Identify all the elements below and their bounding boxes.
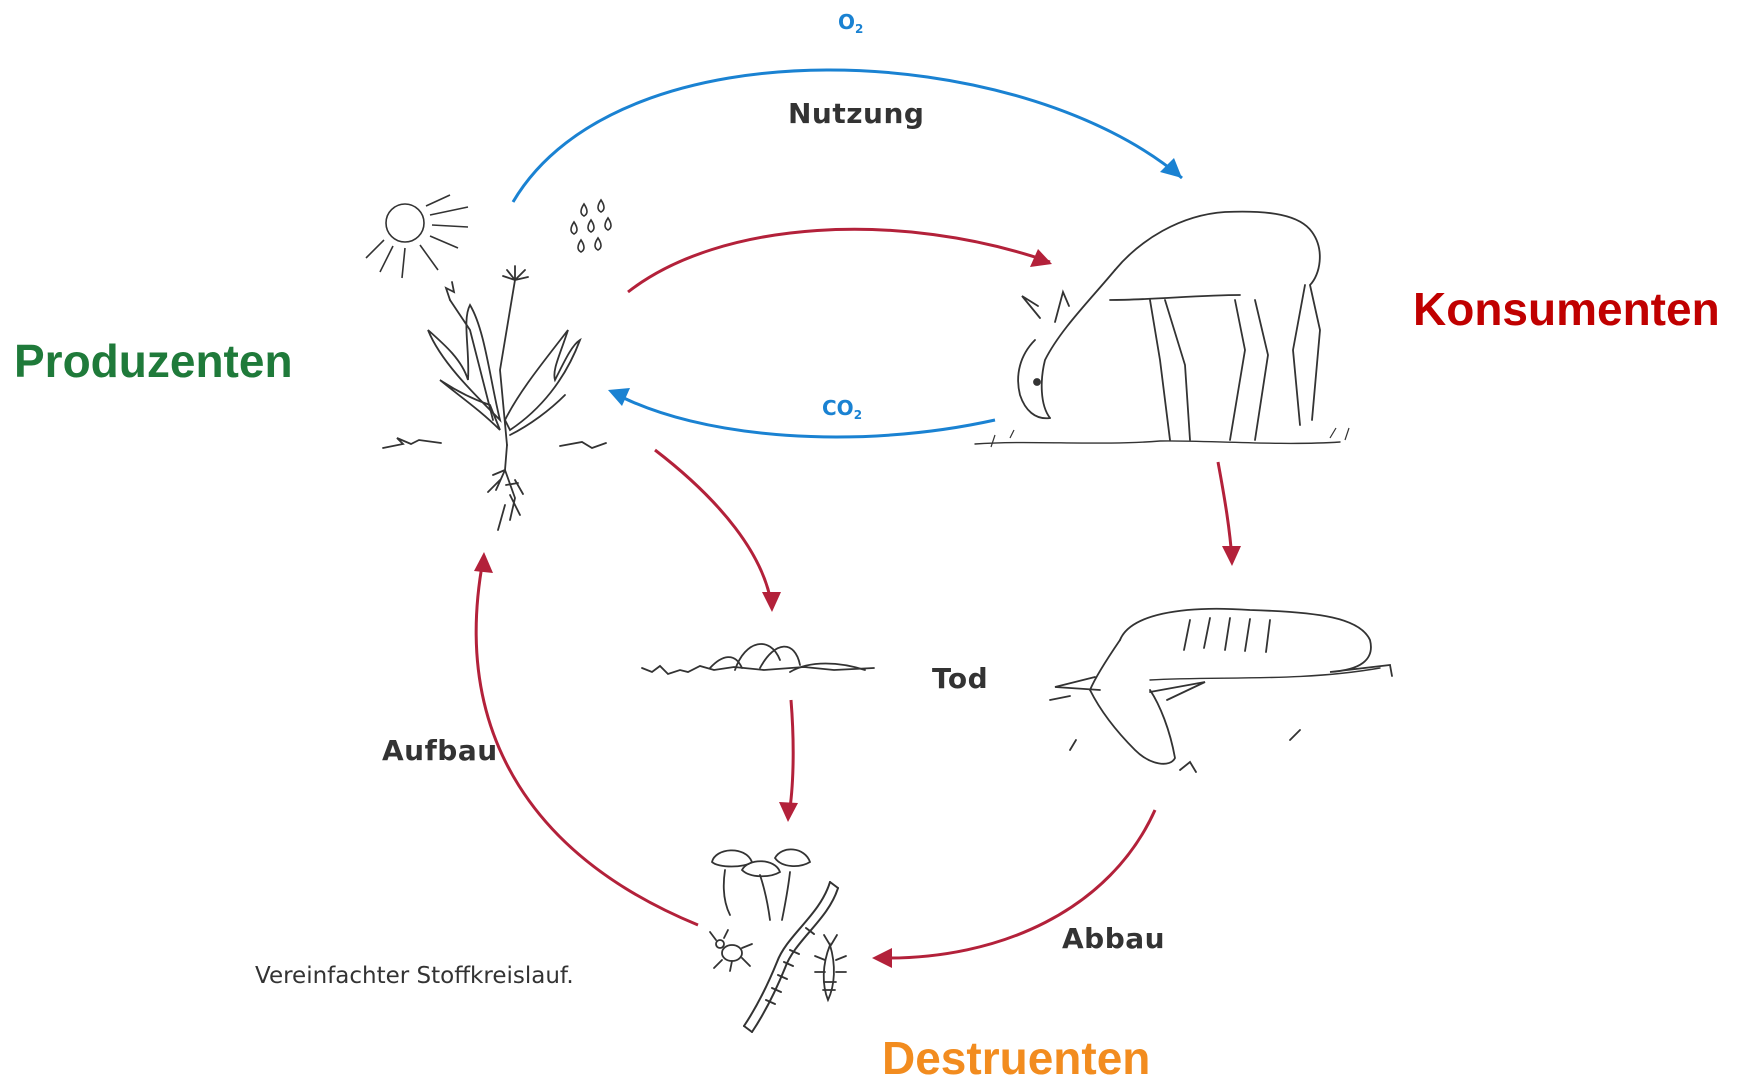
larva-icon xyxy=(815,935,846,1000)
sun-icon xyxy=(366,195,468,278)
buildup-arrow xyxy=(476,560,698,925)
oxygen-arrow-head xyxy=(1160,158,1182,178)
dead-plant-to-decomposers-arrow-head xyxy=(779,802,798,822)
breakdown-label: Abbau xyxy=(1062,925,1165,953)
dead-plant-icon xyxy=(642,644,874,674)
oxygen-arrow xyxy=(513,70,1182,202)
use-label: Nutzung xyxy=(788,100,924,128)
dead-plant-to-decomposers-arrow xyxy=(789,700,793,815)
oxygen-symbol: O xyxy=(838,10,855,34)
plant-to-dead-plant-arrow-head xyxy=(762,592,781,612)
carbon-dioxide-symbol: CO xyxy=(822,396,854,420)
deer-to-carcass-arrow xyxy=(1218,462,1232,560)
oxygen-subscript: 2 xyxy=(855,22,863,36)
consumers-label: Konsumenten xyxy=(1413,286,1720,332)
dead-deer-icon xyxy=(1050,609,1392,772)
dandelion-icon xyxy=(383,266,606,530)
plant-to-dead-plant-arrow xyxy=(655,450,772,608)
carbon-dioxide-subscript: 2 xyxy=(854,408,862,422)
deer-icon xyxy=(975,212,1340,444)
mushrooms-icon xyxy=(712,849,810,920)
plant-to-deer-arrow xyxy=(628,229,1050,292)
carbon-dioxide-arrow xyxy=(612,392,995,437)
breakdown-arrow-head xyxy=(872,948,892,968)
earthworm-icon xyxy=(744,882,838,1032)
beetle-icon xyxy=(710,930,752,971)
producers-label: Produzenten xyxy=(14,338,293,384)
deer-to-carcass-arrow-head xyxy=(1222,546,1241,566)
carbon-dioxide-label: CO2 xyxy=(822,398,862,421)
buildup-label: Aufbau xyxy=(382,737,498,765)
buildup-arrow-head xyxy=(474,552,493,573)
carbon-dioxide-arrow-head xyxy=(608,388,630,406)
flow-arrows xyxy=(474,70,1241,968)
decomposers-label: Destruenten xyxy=(882,1035,1150,1081)
oxygen-label: O2 xyxy=(838,12,863,35)
death-label: Tod xyxy=(932,665,988,693)
figure-caption: Vereinfachter Stoffkreislauf. xyxy=(255,965,574,988)
raindrops-icon xyxy=(571,200,611,252)
